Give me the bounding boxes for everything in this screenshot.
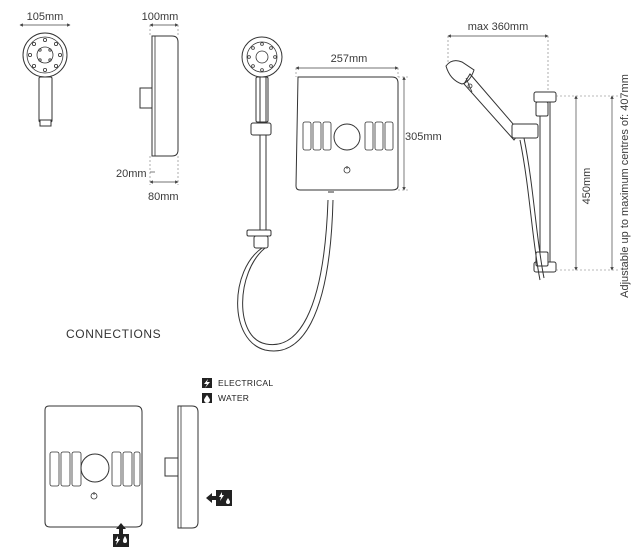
unit-depth-label: 100mm [142,11,179,23]
legend-electrical-label: ELECTRICAL [218,378,273,388]
handset-width-label: 105mm [27,11,64,23]
handset-front-view [19,23,71,127]
bottom-entry-connection-icon [113,523,129,547]
unit-height-dimension [398,76,410,191]
connections-heading: CONNECTIONS [66,327,161,341]
rail-centres-note: Adjustable up to maximum centres of: 407… [619,74,631,298]
unit-width-label: 257mm [331,53,368,65]
unit-height-label: 305mm [405,131,442,143]
rail-length-label: 450mm [581,168,593,205]
connections-front-view [44,405,143,547]
unit-side-view [139,23,179,185]
legend-electrical: ELECTRICAL [202,378,273,388]
connections-side-view [164,405,232,529]
max-reach-label: max 360mm [468,21,529,33]
legend-water: WATER [202,393,249,403]
rear-entry-connection-icon [206,490,232,506]
riser-rail-side-view [445,34,620,281]
unit-depth-lower-label: 80mm [148,191,179,203]
shower-front-view [237,36,399,352]
legend-water-label: WATER [218,393,249,403]
unit-base-label: 20mm [116,168,147,180]
unit-width-dimension [295,66,399,77]
